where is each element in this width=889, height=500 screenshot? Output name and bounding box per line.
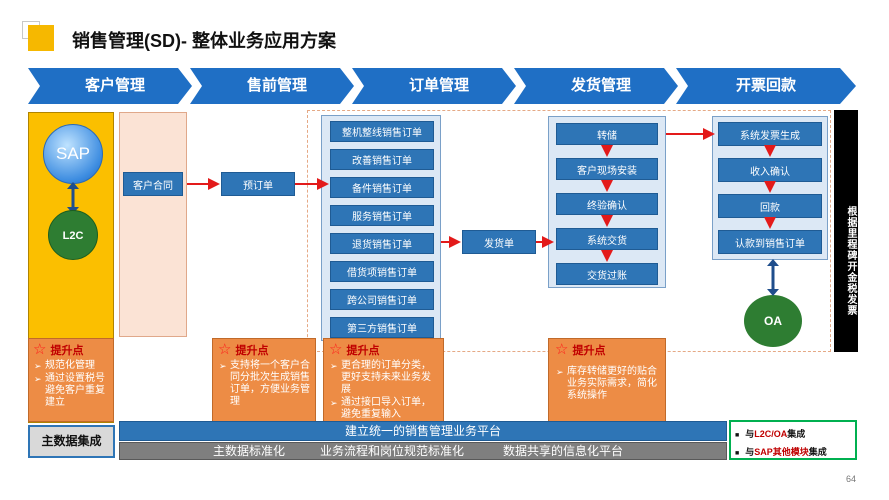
improvement-point: 库存转储更好的贴合业务实际需求，简化系统操作 [556,366,659,402]
arrow-billing-oa-head-up [767,259,779,266]
stage-label-shipping: 发货管理 [570,77,631,94]
stage-label-presales: 售前管理 [246,77,307,94]
page-number: 64 [846,474,857,484]
preorder-box: 预订单 [221,172,295,196]
page-title: 销售管理(SD)- 整体业务应用方案 [72,31,336,51]
platform-standards-bar: 主数据标准化 业务流程和岗位规范标准化 数据共享的信息化平台 [119,442,727,460]
oa-node: OA [744,295,802,347]
shipping-step: 系统交货 [556,228,658,250]
billing-step: 系统发票生成 [718,122,822,146]
improvement-title: 提升点 [346,345,380,357]
square-bullet-icon: ■ [735,432,740,439]
order-type-item: 退货销售订单 [330,233,434,254]
shipping-step: 终验确认 [556,193,658,215]
stage-chevron-1 [28,68,192,104]
billing-step: 回款 [718,194,822,218]
star-icon: ☆ [218,341,232,358]
improvement-box-customer: ☆提升点 规范化管理 通过设置税号避免客户重复建立 [28,338,114,422]
platform-item: 主数据标准化 [213,444,286,458]
order-type-item: 跨公司销售订单 [330,289,434,310]
arrow-billing-oa-head-down [767,289,779,296]
improvement-point: 通过设置税号避免客户重复建立 [34,373,109,409]
stage-chevron-3 [352,68,516,104]
improvement-box-shipping: ☆提升点 库存转储更好的贴合业务实际需求，简化系统操作 [548,338,666,422]
order-type-item: 整机整线销售订单 [330,121,434,142]
shipping-step: 转储 [556,123,658,145]
title-decoration-square [28,25,54,51]
integration-item: ■与L2C/OA集成 [735,429,806,439]
order-type-item: 借货项销售订单 [330,261,434,282]
delivery-note-box: 发货单 [462,230,536,254]
improvement-title: 提升点 [235,345,269,357]
improvement-box-order: ☆提升点 更合理的订单分类，更好支持未来业务发展 通过接口导入订单，避免重复输入 [323,338,444,422]
shipping-step: 客户现场安装 [556,158,658,180]
integration-box: ■与L2C/OA集成 ■与SAP其他模块集成 [729,420,857,460]
star-icon: ☆ [555,341,569,358]
platform-item: 数据共享的信息化平台 [503,444,624,458]
integration-item: ■与SAP其他模块集成 [735,447,827,457]
square-bullet-icon: ■ [735,450,740,457]
order-type-item: 备件销售订单 [330,177,434,198]
improvement-point: 支持将一个客户合同分批次生成销售订单，方便业务管理 [219,360,310,408]
platform-item: 业务流程和岗位规范标准化 [320,444,465,458]
billing-step: 认款到销售订单 [718,230,822,254]
master-data-integration: 主数据集成 [28,425,115,458]
improvement-point: 通过接口导入订单，避免重复输入 [330,397,438,421]
star-icon: ☆ [329,341,343,358]
presales-column [119,112,187,337]
improvement-point: 更合理的订单分类，更好支持未来业务发展 [330,360,438,396]
stage-label-billing: 开票回款 [735,77,796,94]
order-type-item: 改善销售订单 [330,149,434,170]
stage-chevron-band [28,68,856,104]
stage-chevron-2 [190,68,354,104]
star-icon: ☆ [33,341,47,358]
shipping-step: 交货过账 [556,263,658,285]
unified-platform-bar: 建立统一的销售管理业务平台 [119,421,727,441]
order-type-item: 第三方销售订单 [330,317,434,338]
order-type-item: 服务销售订单 [330,205,434,226]
stage-chevron-5 [676,68,856,104]
milestone-invoice-note: 根据里程碑开金税发票 [834,110,858,352]
sap-node: SAP [43,124,103,184]
l2c-node: L2C [48,210,98,260]
improvement-box-presales: ☆提升点 支持将一个客户合同分批次生成销售订单，方便业务管理 [212,338,316,422]
improvement-title: 提升点 [50,345,84,357]
stage-chevron-4 [514,68,678,104]
stage-label-order: 订单管理 [408,77,469,94]
stage-label-customer: 客户管理 [84,77,145,94]
improvement-point: 规范化管理 [34,360,109,372]
customer-contract-box: 客户合同 [123,172,183,196]
improvement-title: 提升点 [572,345,606,357]
